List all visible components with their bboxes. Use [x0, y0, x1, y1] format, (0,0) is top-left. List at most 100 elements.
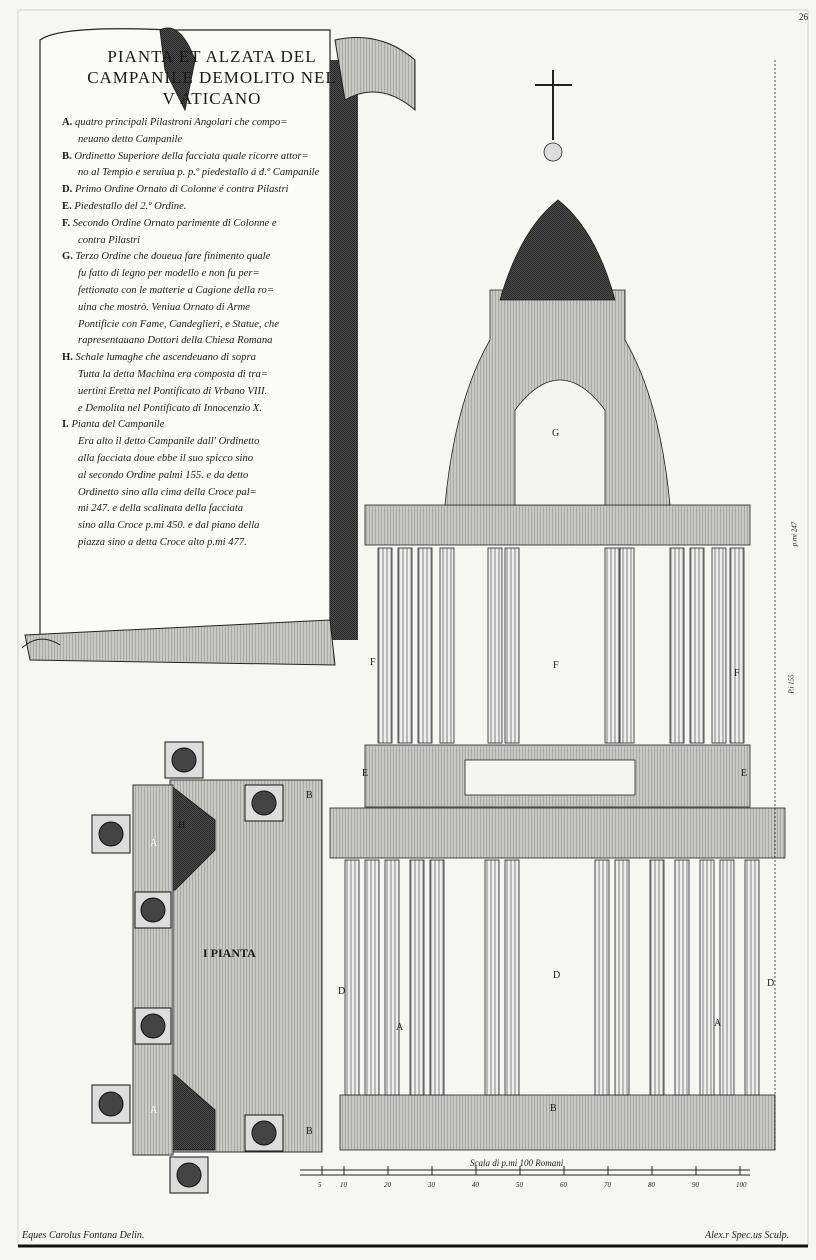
scale-tick-label: 50 — [516, 1181, 523, 1189]
column — [689, 547, 705, 744]
legend-text: contra Pilastri — [78, 234, 141, 246]
column — [487, 547, 503, 744]
legend-line: neuano detto Campanile — [62, 132, 362, 149]
legend-text: Schale lumaghe che ascendeuano di sopra — [75, 352, 256, 364]
legend-key: E. — [62, 200, 72, 212]
legend-key: H. — [62, 352, 73, 364]
legend-line: G. Terzo Ordine che doueua fare finiment… — [62, 249, 362, 266]
column — [711, 547, 727, 744]
dimension-lower: P.i 155 — [787, 674, 796, 694]
elevation-drawing — [300, 60, 786, 1176]
legend-line: e Demolita nel Pontificato di Innocenzio… — [62, 401, 362, 418]
legend-text: alla facciata doue ebbe il suo spicco si… — [78, 452, 254, 464]
legend-line: F. Secondo Ordine Ornato parimente di Co… — [62, 216, 362, 233]
column — [674, 859, 690, 1096]
column — [649, 859, 665, 1096]
legend-list: A. quatro principali Pilastroni Angolari… — [62, 115, 362, 552]
legend-text: Tutta la detta Machina era composta di t… — [78, 368, 268, 380]
legend-text: neuano detto Campanile — [78, 133, 183, 145]
legend-line: E. Piedestallo del 2.º Ordine. — [62, 199, 362, 216]
legend-text: e Demolita nel Pontificato di Innocenzio… — [78, 402, 262, 414]
legend-text: piazza sino a detta Croce alto p.mi 477. — [78, 536, 247, 548]
legend-line: mi 247. e della scalinata della facciata — [62, 501, 362, 518]
legend-line: al secondo Ordine palmi 155. e da detto — [62, 468, 362, 485]
legend-text: Terzo Ordine che doueua fare finimento q… — [75, 251, 271, 263]
plan-label-b-bottom: B — [306, 1126, 313, 1137]
legend-text: sino alla Croce p.mi 450. e dal piano de… — [78, 520, 260, 532]
elev-label-d-center: D — [553, 970, 561, 981]
column — [377, 547, 393, 744]
elev-label-a-right: A — [714, 1018, 722, 1029]
legend-key: B. — [62, 150, 72, 162]
plan-label-a-top: A — [150, 838, 158, 849]
legend-line: alla facciata doue ebbe il suo spicco si… — [62, 451, 362, 468]
column — [614, 859, 630, 1096]
column — [619, 547, 635, 744]
legend-key: F. — [62, 217, 71, 229]
legend-text: Piedestallo del 2.º Ordine. — [74, 200, 187, 212]
elev-label-b: B — [550, 1103, 557, 1114]
column — [504, 859, 520, 1096]
scroll-text-block: PIANTA ET ALZATA DEL CAMPANILE DEMOLITO … — [62, 46, 362, 552]
column — [669, 547, 685, 744]
scale-tick-label: 100 — [736, 1181, 747, 1189]
scale-tick-label: 5 — [318, 1181, 322, 1189]
column — [729, 547, 745, 744]
credit-delineator: Eques Carolus Fontana Delin. — [22, 1230, 145, 1241]
credit-engraver: Alex.r Spec.us Sculp. — [705, 1230, 790, 1241]
column — [504, 547, 520, 744]
legend-line: Era alto il detto Campanile dall' Ordine… — [62, 434, 362, 451]
legend-line: piazza sino a detta Croce alto p.mi 477. — [62, 535, 362, 552]
elev-label-d-left: D — [338, 986, 346, 997]
legend-text: Era alto il detto Campanile dall' Ordine… — [78, 436, 260, 448]
column — [594, 859, 610, 1096]
legend-text: Ordinetto sino alla cima della Croce pal… — [78, 486, 257, 498]
plan-drawing — [91, 741, 323, 1194]
legend-text: Pontificie con Fame, Candeglieri, e Stat… — [78, 318, 279, 330]
scale-tick-label: 10 — [340, 1181, 347, 1189]
legend-text: no al Tempio e seruiua p. p.º piedestall… — [78, 167, 320, 179]
column — [699, 859, 715, 1096]
legend-text: uina che mostrò. Veniua Ornato di Arme — [78, 301, 250, 313]
legend-text: uertini Eretta nel Pontificato di Vrbano… — [78, 385, 268, 397]
plan-label-b-top: B — [306, 790, 313, 801]
legend-line: fu fatto di legno per modello e non fu p… — [62, 266, 362, 283]
elev-label-e-right: E — [741, 768, 748, 779]
legend-key: D. — [62, 184, 73, 196]
legend-key: A. — [62, 117, 73, 128]
column — [384, 859, 400, 1096]
legend-line: B. Ordinetto Superiore della facciata qu… — [62, 149, 362, 166]
column — [484, 859, 500, 1096]
legend-line: sino alla Croce p.mi 450. e dal piano de… — [62, 518, 362, 535]
plate-title: PIANTA ET ALZATA DEL CAMPANILE DEMOLITO … — [87, 47, 337, 108]
legend-text: Pianta del Campanile — [71, 419, 165, 431]
legend-text: Primo Ordine Ornato di Colonne é contra … — [74, 184, 289, 196]
legend-line: Tutta la detta Machina era composta di t… — [62, 367, 362, 384]
legend-line: rapresentauano Dottori della Chiesa Roma… — [62, 333, 362, 350]
scale-tick-label: 30 — [428, 1181, 435, 1189]
column — [604, 547, 620, 744]
legend-line: contra Pilastri — [62, 233, 362, 250]
scale-tick-label: 90 — [692, 1181, 699, 1189]
plan-label-h: H — [178, 820, 186, 831]
legend-text: Ordinetto Superiore della facciata quale… — [74, 150, 309, 162]
elev-label-f-left: F — [370, 657, 376, 668]
elev-label-f-center: F — [553, 660, 559, 671]
column — [429, 859, 445, 1096]
elev-label-d-right: D — [767, 978, 775, 989]
scale-tick-label: 80 — [648, 1181, 655, 1189]
plan-title: I PIANTA — [203, 946, 256, 960]
legend-text: fettionato con le matterie a Cagione del… — [78, 284, 274, 296]
elev-label-g: G — [552, 428, 560, 439]
legend-line: fettionato con le matterie a Cagione del… — [62, 283, 362, 300]
dimension-upper: p.mi 247 — [790, 521, 799, 547]
scale-tick-label: 70 — [604, 1181, 611, 1189]
scroll-cartouche — [21, 27, 416, 666]
column — [744, 859, 760, 1096]
legend-key: G. — [62, 251, 73, 263]
legend-line: A. quatro principali Pilastroni Angolari… — [62, 115, 362, 132]
elev-label-e-left: E — [362, 768, 369, 779]
column — [409, 859, 425, 1096]
legend-text: al secondo Ordine palmi 155. e da detto — [78, 469, 249, 481]
column — [417, 547, 433, 744]
